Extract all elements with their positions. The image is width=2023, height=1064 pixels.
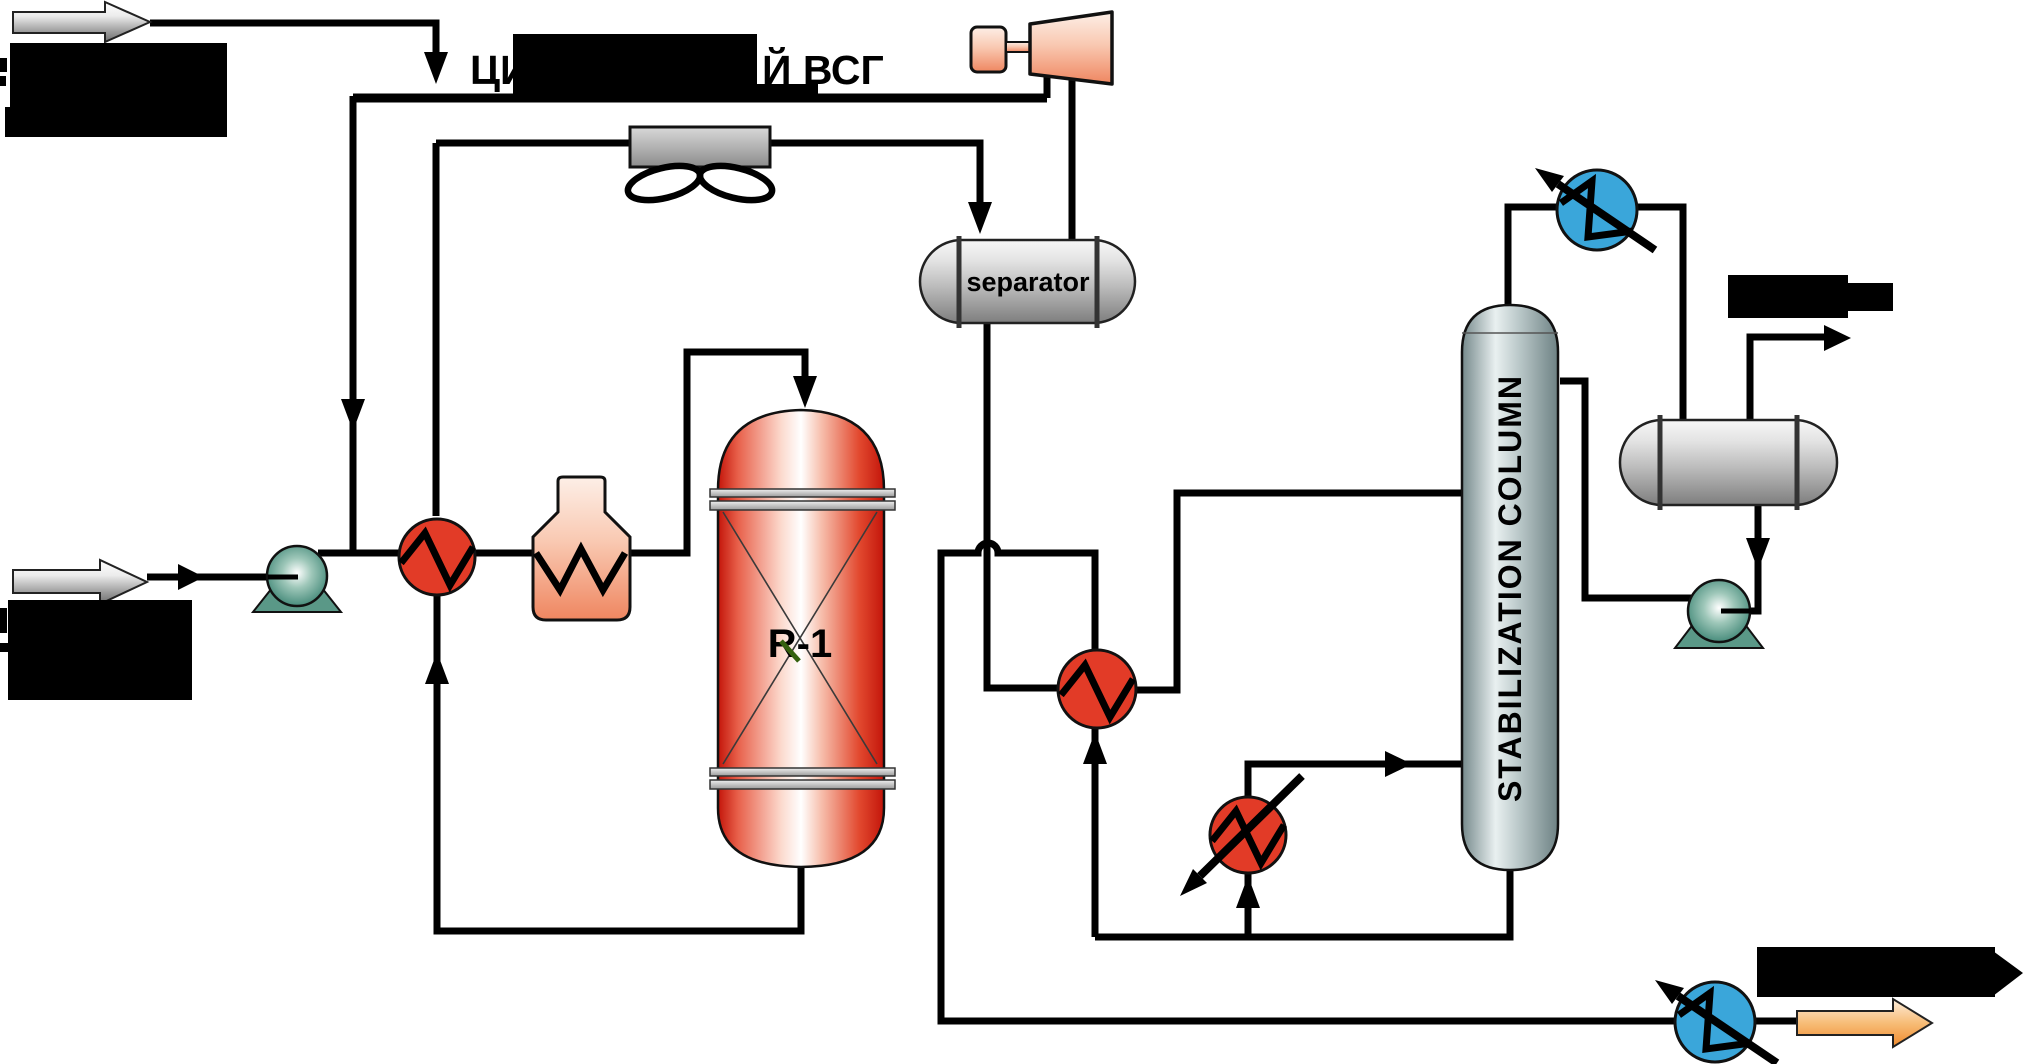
product-label-redaction xyxy=(1757,947,2023,997)
exchanger-zigzag-icon xyxy=(1058,658,1136,725)
separator-label: separator xyxy=(966,267,1090,297)
compressor-body xyxy=(1028,10,1114,86)
reflux-drum xyxy=(1618,415,1839,510)
reactor-bottom-flange xyxy=(709,767,896,777)
reflux-pump xyxy=(1672,578,1766,649)
pipe-condenser-to-drum xyxy=(1633,203,1687,424)
reactor-green-mark xyxy=(779,639,801,663)
feed-arrow-icon xyxy=(178,564,204,590)
feed-bottoms-exchanger xyxy=(1056,648,1138,730)
gas-out-arrow-icon xyxy=(1824,325,1851,351)
flow-arrowheads xyxy=(178,52,1851,908)
product-cooler xyxy=(1655,980,1780,1064)
makeup-hydrogen-stream-arrow xyxy=(12,0,153,44)
cooler-coolant-arrow-icon xyxy=(1655,980,1684,1004)
separator-vessel: separator xyxy=(918,236,1137,328)
pipe-reactor-effluent xyxy=(433,596,805,935)
recycle-gas-title-prefix: ЦИ xyxy=(470,47,529,93)
stream-arrows xyxy=(12,0,1934,1049)
exchanger-zigzag-icon xyxy=(1209,804,1287,871)
reboiler-return-arrow-icon xyxy=(1385,751,1412,777)
condenser-coolant-arrow-icon xyxy=(1535,168,1564,192)
redactions xyxy=(0,34,2023,997)
cooler-coolant-line xyxy=(1675,992,1780,1064)
reactor: R-1 xyxy=(709,408,896,869)
makeup-arrow-icon xyxy=(424,52,448,84)
air-cooler xyxy=(624,125,776,204)
recycle-arrow-icon xyxy=(341,399,365,431)
product-stream-arrow xyxy=(1796,997,1934,1049)
pipe-bottoms-to-product-cooler xyxy=(937,539,1679,1025)
pipe-column-bottoms-header xyxy=(1095,862,1514,941)
reboiler-inlet-arrow-icon xyxy=(1236,876,1260,908)
feed-effluent-exchanger xyxy=(397,517,477,597)
makeup-label-redaction xyxy=(0,43,227,137)
recycle-gas-title: ЦИ Й ВСГ xyxy=(470,47,884,93)
bottoms-up-arrow-icon xyxy=(1083,732,1107,764)
stabilization-column: STABILIZATION COLUMN xyxy=(1460,303,1560,872)
feed-pump xyxy=(250,544,344,613)
pipe-column-feed xyxy=(1134,489,1464,694)
gas-product-label-redaction xyxy=(1728,275,1893,318)
pipe-drum-gas-out xyxy=(1746,333,1828,424)
reactor-top-flange xyxy=(709,500,896,511)
pipe-makeup-hydrogen xyxy=(150,19,440,52)
condenser-coolant-line xyxy=(1555,180,1658,254)
separator-inlet-arrow-icon xyxy=(968,202,992,234)
pipe-column-overhead xyxy=(1504,203,1562,307)
compressor-motor xyxy=(969,25,1008,74)
reactor-bottom-flange xyxy=(709,779,896,790)
stabilization-column-label: STABILIZATION COLUMN xyxy=(1492,374,1528,802)
pipes xyxy=(147,19,1828,1025)
pipe-aircooler-line xyxy=(436,139,984,206)
fan-icon xyxy=(624,162,776,204)
reactor-top-flange xyxy=(709,488,896,498)
furnace xyxy=(531,475,632,622)
effluent-up-arrow-icon xyxy=(425,652,449,684)
reboiler xyxy=(1180,773,1305,896)
pipe-separator-liquid xyxy=(983,318,1060,692)
feed-stream-arrow xyxy=(12,558,150,606)
drum-outlet-arrow-icon xyxy=(1746,538,1770,570)
reactor-inlet-arrow-icon xyxy=(793,376,817,408)
furnace-coil-icon xyxy=(533,541,629,598)
recycle-gas-title-suffix: Й ВСГ xyxy=(762,47,884,93)
recycle-title-redaction xyxy=(513,34,818,98)
reboiler-heating-stream-line xyxy=(1197,773,1305,879)
feed-label-redaction xyxy=(0,600,192,700)
exchanger-zigzag-icon xyxy=(398,526,476,593)
overhead-condenser xyxy=(1535,168,1658,254)
recycle-compressor xyxy=(969,10,1114,86)
reactor-internal-line xyxy=(722,511,878,765)
reboiler-condensate-arrow-icon xyxy=(1180,869,1207,896)
compressor-shaft xyxy=(1005,41,1031,53)
pipe-reflux-return xyxy=(1560,377,1692,602)
